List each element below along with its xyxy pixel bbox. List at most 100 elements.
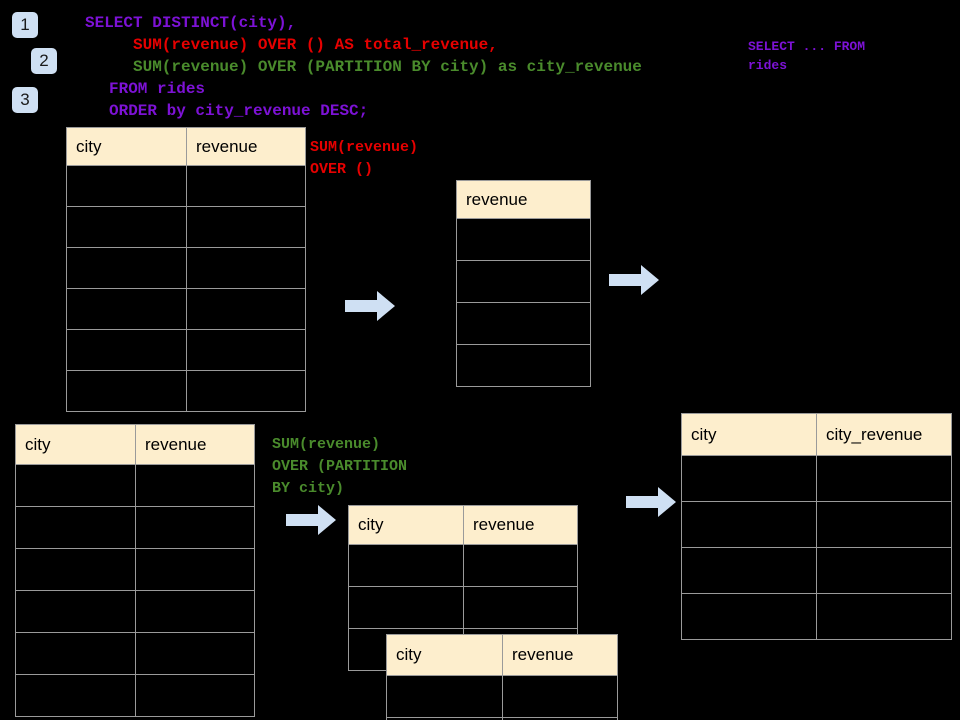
side-note-line-1: SELECT ... FROM [748,39,866,54]
cell-city [348,586,464,629]
table-row [66,370,306,412]
table-row [15,632,255,675]
table-row [66,165,306,207]
query-line-from: FROM rides [109,80,206,98]
table-row [15,674,255,717]
arrow-partition-to-result [626,487,676,517]
table-row [456,344,591,387]
cell-revenue [186,329,306,371]
total-revenue-table: revenue [456,180,591,387]
cell-revenue [135,674,255,717]
table-row [15,590,255,633]
cell-city [66,165,187,207]
table-row [348,544,578,587]
column-header-revenue: revenue [135,424,255,465]
table-row [681,593,952,640]
arrow-rides-to-partition [286,505,336,535]
cell-revenue [186,288,306,330]
annotation-city-revenue-line-2: OVER (PARTITION [272,458,408,475]
column-header-city: city [386,634,503,676]
cell-revenue [135,464,255,507]
step-badge-3: 3 [12,87,38,113]
cell-city [66,288,187,330]
table-row [66,288,306,330]
query-line-order-by: ORDER by city_revenue DESC; [109,102,369,120]
cell-revenue [456,260,591,303]
table-row [66,206,306,248]
table-row [386,717,618,720]
table-row [681,501,952,548]
cell-city-revenue [816,547,952,594]
cell-revenue [186,370,306,412]
column-header-city: city [66,127,187,166]
query-line-total-revenue: SUM(revenue) OVER () AS total_revenue, [133,36,498,54]
table-row [681,547,952,594]
cell-revenue [502,717,618,720]
table-header-row: city revenue [348,505,578,545]
table-row [456,218,591,261]
table-row [66,247,306,289]
cell-revenue [135,506,255,549]
cell-city [386,675,503,718]
cell-revenue [463,544,578,587]
column-header-city: city [15,424,136,465]
cell-city [66,329,187,371]
table-row [15,464,255,507]
table-row [456,260,591,303]
rides-source-table-top: city revenue [66,127,306,412]
table-header-row: revenue [456,180,591,219]
cell-revenue [456,302,591,345]
cell-city [681,455,817,502]
cell-revenue [502,675,618,718]
cell-revenue [186,206,306,248]
table-header-row: city city_revenue [681,413,952,456]
cell-revenue [186,247,306,289]
cell-city [15,548,136,591]
cell-city [15,590,136,633]
table-row [15,506,255,549]
partition-group-table-front: city revenue [386,634,618,720]
cell-city [66,370,187,412]
cell-revenue [463,586,578,629]
table-row [681,455,952,502]
cell-city [681,593,817,640]
table-row [348,586,578,629]
cell-revenue [135,590,255,633]
table-row [15,548,255,591]
cell-city [681,501,817,548]
query-line-select: SELECT DISTINCT(city), [85,14,297,32]
cell-city [15,506,136,549]
cell-revenue [456,218,591,261]
cell-city [66,247,187,289]
table-row [386,675,618,718]
cell-revenue [186,165,306,207]
step-badge-2: 2 [31,48,57,74]
cell-city [15,674,136,717]
annotation-city-revenue-line-1: SUM(revenue) [272,436,381,453]
step-badge-1: 1 [12,12,38,38]
table-header-row: city revenue [386,634,618,676]
cell-city-revenue [816,593,952,640]
cell-city-revenue [816,455,952,502]
column-header-revenue: revenue [456,180,591,219]
annotation-total-revenue-line-1: SUM(revenue) [310,139,419,156]
cell-city-revenue [816,501,952,548]
column-header-revenue: revenue [186,127,306,166]
rides-source-table-bottom: city revenue [15,424,255,717]
side-note-line-2: rides [748,58,788,73]
column-header-city: city [348,505,464,545]
column-header-city: city [681,413,817,456]
cell-revenue [135,632,255,675]
result-table: city city_revenue [681,413,952,640]
cell-city [348,544,464,587]
cell-city [66,206,187,248]
column-header-revenue: revenue [463,505,578,545]
annotation-city-revenue-line-3: BY city) [272,480,345,497]
table-header-row: city revenue [66,127,306,166]
query-line-city-revenue: SUM(revenue) OVER (PARTITION BY city) as… [133,58,642,76]
table-row [66,329,306,371]
table-header-row: city revenue [15,424,255,465]
cell-revenue [135,548,255,591]
annotation-total-revenue-line-2: OVER () [310,161,374,178]
